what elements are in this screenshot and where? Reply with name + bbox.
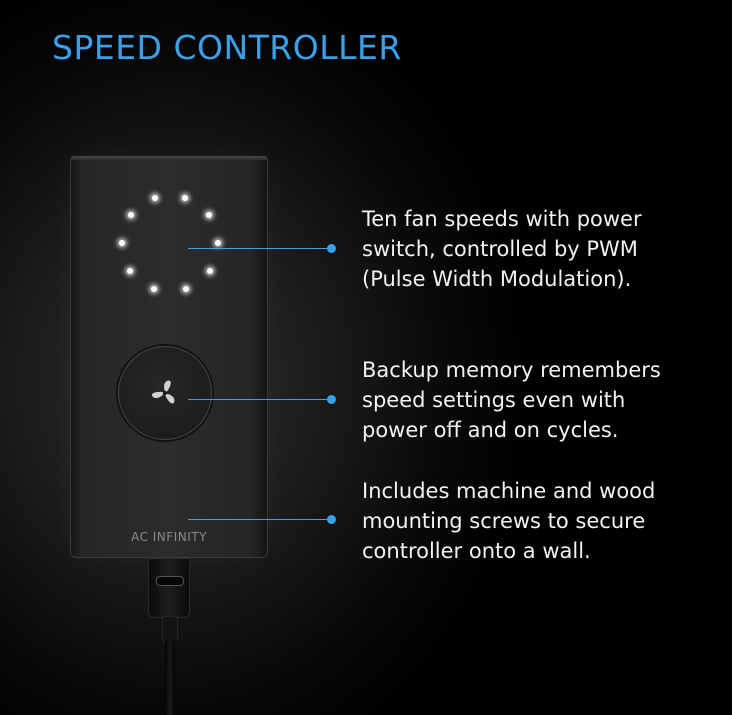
speed-led (181, 195, 188, 202)
brand-label: AC INFINITY (131, 530, 207, 544)
speed-led (119, 240, 125, 247)
speed-led (128, 212, 135, 219)
feature-1-line-3: (Pulse Width Modulation). (362, 267, 632, 291)
feature-3-line-2: mounting screws to secure (362, 509, 646, 533)
feature-text-3: Includes machine and wood mounting screw… (362, 476, 655, 566)
callout-line-2 (188, 399, 330, 400)
usb-c-port-housing (148, 558, 190, 618)
callout-line-1 (188, 248, 330, 249)
feature-2-line-3: power off and on cycles. (362, 418, 619, 442)
speed-led (150, 286, 157, 293)
feature-2-line-2: speed settings even with (362, 388, 626, 412)
speed-led (206, 268, 213, 275)
feature-1-line-2: switch, controlled by PWM (362, 237, 638, 261)
callout-dot-2 (327, 395, 336, 404)
speed-controller-device: AC INFINITY (70, 156, 268, 558)
feature-3-line-3: controller onto a wall. (362, 539, 591, 563)
feature-3-line-1: Includes machine and wood (362, 479, 656, 503)
usb-c-port (156, 576, 184, 586)
feature-text-1: Ten fan speeds with power switch, contro… (362, 204, 642, 294)
speed-led-ring (70, 156, 268, 558)
callout-dot-1 (327, 244, 336, 253)
device-top-edge (70, 156, 268, 160)
speed-led (183, 286, 190, 293)
feature-text-2: Backup memory remembers speed settings e… (362, 355, 661, 445)
feature-2-line-1: Backup memory remembers (362, 358, 661, 382)
power-speed-button[interactable] (118, 346, 212, 440)
speed-led (214, 240, 221, 247)
speed-led (152, 195, 159, 202)
speed-led (127, 268, 134, 275)
feature-1-line-1: Ten fan speeds with power (362, 207, 642, 231)
fan-icon (151, 380, 175, 404)
cable-plug (162, 616, 178, 642)
callout-dot-3 (327, 515, 336, 524)
page-title: SPEED CONTROLLER (52, 28, 402, 67)
power-cable (165, 640, 175, 715)
callout-line-3 (188, 519, 330, 520)
speed-led (205, 212, 212, 219)
